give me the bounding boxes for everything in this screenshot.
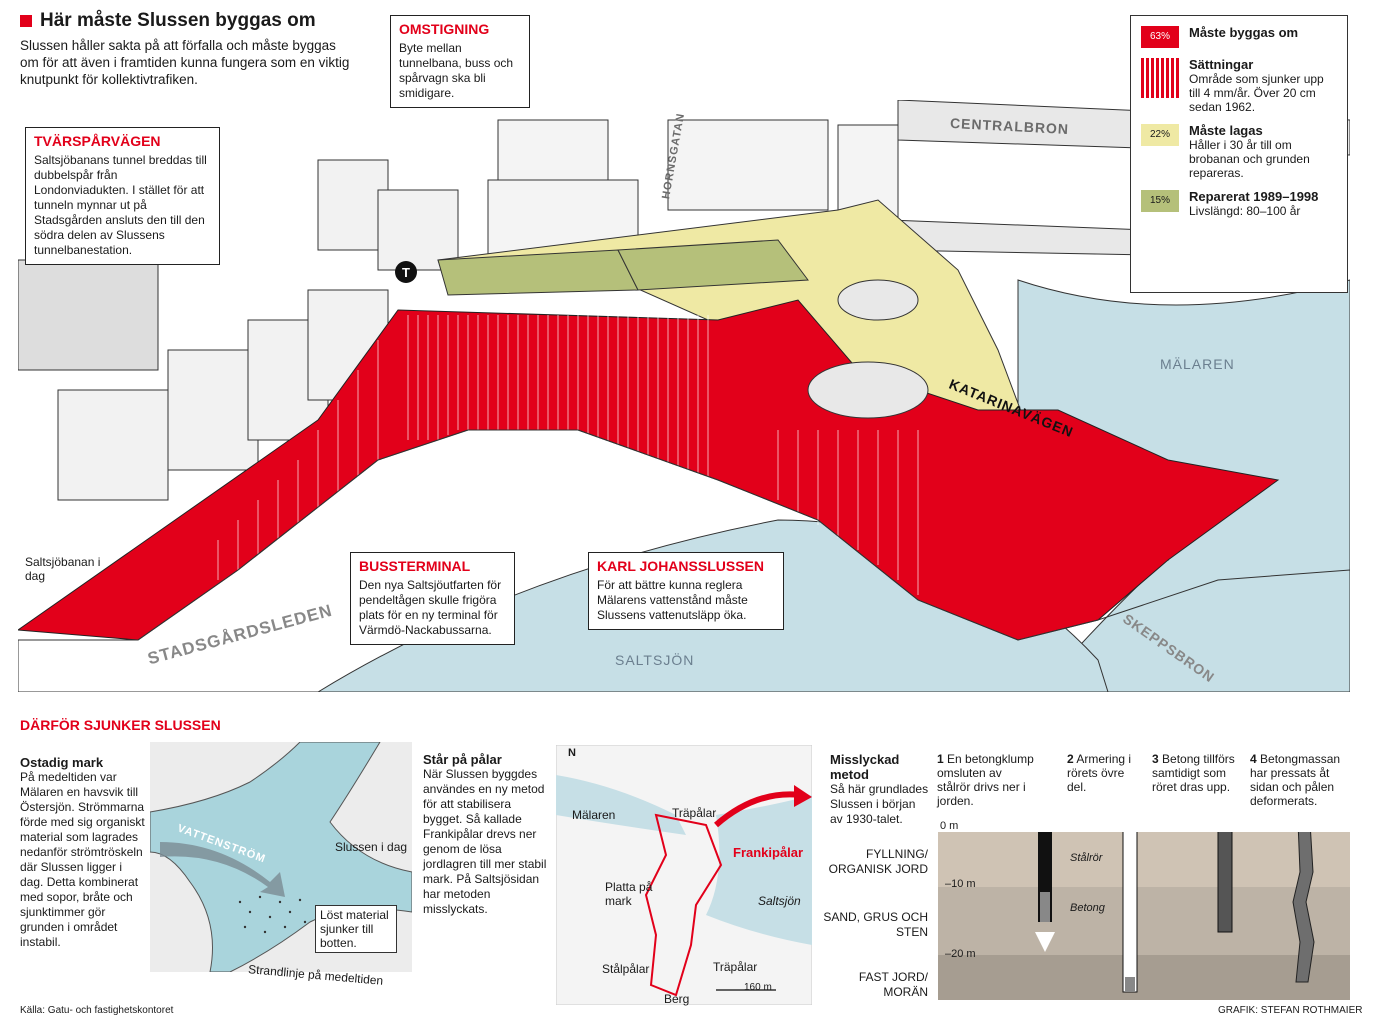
label-saltsjon: SALTSJÖN [615,652,695,668]
legend-text: Livslängd: 80–100 år [1189,204,1301,218]
map2-malaren [556,775,686,835]
step-number: 2 [1067,752,1074,766]
sodermalm-buildings [57,159,459,501]
gamla-stan-buildings [487,119,899,271]
step-3: 3 Betong tillförs samtidigt som röret dr… [1152,752,1242,794]
map2-label-trapalar-top: Träpålar [672,806,717,820]
pile-3 [1217,832,1233,933]
legend-text: Område som sjunker upp till 4 mm/år. Öve… [1189,72,1324,114]
star-pa-palar: Står på pålar När Slussen byggdes använd… [423,752,548,917]
pile-map [556,745,812,1005]
map2-label-frankipalar: Frankipålar [733,845,804,860]
legend-swatch-green: 15% [1141,190,1179,212]
label-betong: Betong [1070,902,1105,914]
ostadig-head: Ostadig mark [20,755,104,770]
depth-20: –20 m [945,948,976,960]
legend-title: Sättningar [1189,57,1254,72]
legend-title: Måste lagas [1189,123,1263,138]
saltsjobanan-tunnel [18,259,159,371]
map2-label-saltsjon: Saltsjön [758,894,801,908]
intro-text: Slussen håller sakta på att förfalla och… [20,38,350,87]
title-text: Här måste Slussen byggas om [40,10,316,31]
step-text: Betong tillförs samtidigt som röret dras… [1152,752,1235,794]
callout-head: KARL JOHANSSLUSSEN [597,558,764,574]
step-4: 4 Betongmassan har pressats åt sidan och… [1250,752,1350,808]
layer-sand: SAND, GRUS OCH STEN [823,910,928,939]
current-arrow [160,842,285,897]
legend-swatch-yellow: 22% [1141,124,1179,146]
depth-10: –10 m [945,878,976,890]
map2-scale-label: 160 m [744,982,772,993]
label-malaren: MÄLAREN [1160,356,1235,372]
callout-head: OMSTIGNING [399,21,490,37]
legend-title: Måste byggas om [1189,25,1299,40]
step-text: Betongmassan har pressats åt sidan och p… [1250,752,1341,808]
north-icon: N [568,747,576,759]
section-title: DÄRFÖR SJUNKER SLUSSEN [20,717,221,733]
callout-head: TVÄRSPÅRVÄGEN [34,133,161,149]
pile-2 [1122,832,1138,993]
callout-text: För att bättre kunna reglera Mälarens va… [597,578,748,622]
misslyckad-metod: Misslyckad metod Så här grundlades Sluss… [830,752,930,827]
callout-head: BUSSTERMINAL [359,558,471,574]
title-marker [20,15,32,27]
step-1: 1 En betongklump omsluten av stålrör dri… [937,752,1037,808]
map2-label-platta: Platta på mark [605,880,653,908]
depth-0: 0 m [940,820,959,832]
map2-label-stalpalar: Stålpålar [602,962,650,976]
callout-karljohansslussen: KARL JOHANSSLUSSEN För att bättre kunna … [588,552,784,630]
misslyckad-text: Så här grundlades Slussen i början av 19… [830,782,929,826]
callout-text: Den nya Saltsjöutfarten för pendeltågen … [359,578,502,637]
ostadig-text: På medeltiden var Mälaren en havsvik til… [20,770,145,949]
sattningar-hatching [217,315,919,595]
legend-text: Håller i 30 år till om brobanan och grun… [1189,138,1310,180]
step-number: 4 [1250,752,1257,766]
map2-saltsjon [706,795,812,945]
layer-fyllning: FYLLNING/ ORGANISK JORD [828,847,928,876]
step-text: En betongklump omsluten av stålrör drivs… [937,752,1034,808]
roundabout-upper [837,279,919,321]
callout-text: Saltsjöbanans tunnel breddas till dubbel… [34,153,207,257]
callout-omstigning: OMSTIGNING Byte mellan tunnelbana, buss … [390,15,530,108]
source-text: Källa: Gatu- och fastighetskontoret [20,1005,174,1016]
label-saltsjobanan: Saltsjöbanan i dag [25,555,101,583]
tunnelbana-icon: T [395,261,417,283]
soil-cross-section [938,832,1350,1000]
legend-title: Reparerat 1989–1998 [1189,189,1319,204]
step-number: 3 [1152,752,1159,766]
legend-item: 63% Måste byggas om [1141,26,1337,48]
step-number: 1 [937,752,944,766]
misslyckad-head: Misslyckad metod [830,752,900,782]
label-stalror: Stålrör [1070,852,1103,864]
label-slussen-idag: Slussen i dag [335,840,408,854]
step-2: 2 Armering i rörets övre del. [1067,752,1147,794]
label-lost-material: Löst material sjunker till botten. [315,905,397,953]
slussen-illustration [18,100,1350,692]
map2-label-trapalar-bottom: Träpålar [713,960,758,974]
page-title: Här måste Slussen byggas om [20,10,316,32]
sediment-dots [238,895,307,934]
map2-label-berg: Berg [664,992,690,1006]
callout-tvarsparvagen: TVÄRSPÅRVÄGEN Saltsjöbanans tunnel bredd… [25,127,220,265]
pile-4 [1292,832,1315,983]
map2-outline [644,813,723,997]
credit-text: GRAFIK: STEFAN ROTHMAIER [1218,1005,1363,1016]
legend-swatch-red: 63% [1141,26,1179,48]
map2-arrow [714,791,802,828]
map2-label-malaren: Mälaren [572,808,616,822]
callout-text: Byte mellan tunnelbana, buss och spårvag… [399,41,514,100]
area-reparerat-2 [617,239,809,291]
layer-fast-jord: FAST JORD/ MORÄN [858,970,928,999]
palar-text: När Slussen byggdes användes en ny metod… [423,767,547,916]
legend-swatch-hatch [1141,58,1179,98]
katarinahissen-roundabout [807,361,929,419]
step-text: Armering i rörets övre del. [1067,752,1132,794]
callout-bussterminal: BUSSTERMINAL Den nya Saltsjöutfarten för… [350,552,515,645]
palar-head: Står på pålar [423,752,502,767]
ostadig-mark: Ostadig mark På medeltiden var Mälaren e… [20,755,145,950]
